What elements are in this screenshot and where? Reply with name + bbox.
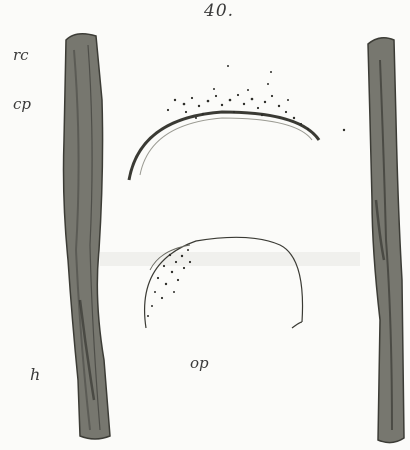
upper-arc (129, 112, 319, 180)
lower-arc (145, 237, 303, 328)
upper-dots (167, 65, 345, 131)
horizontal-band (100, 252, 360, 266)
label-h: h (30, 367, 40, 383)
left-wall (64, 34, 111, 439)
label-rc: rc (13, 48, 29, 63)
right-wall (368, 38, 404, 443)
label-cp: cp (13, 97, 31, 112)
label-op: op (190, 356, 209, 371)
figure-number: 40. (204, 3, 234, 20)
